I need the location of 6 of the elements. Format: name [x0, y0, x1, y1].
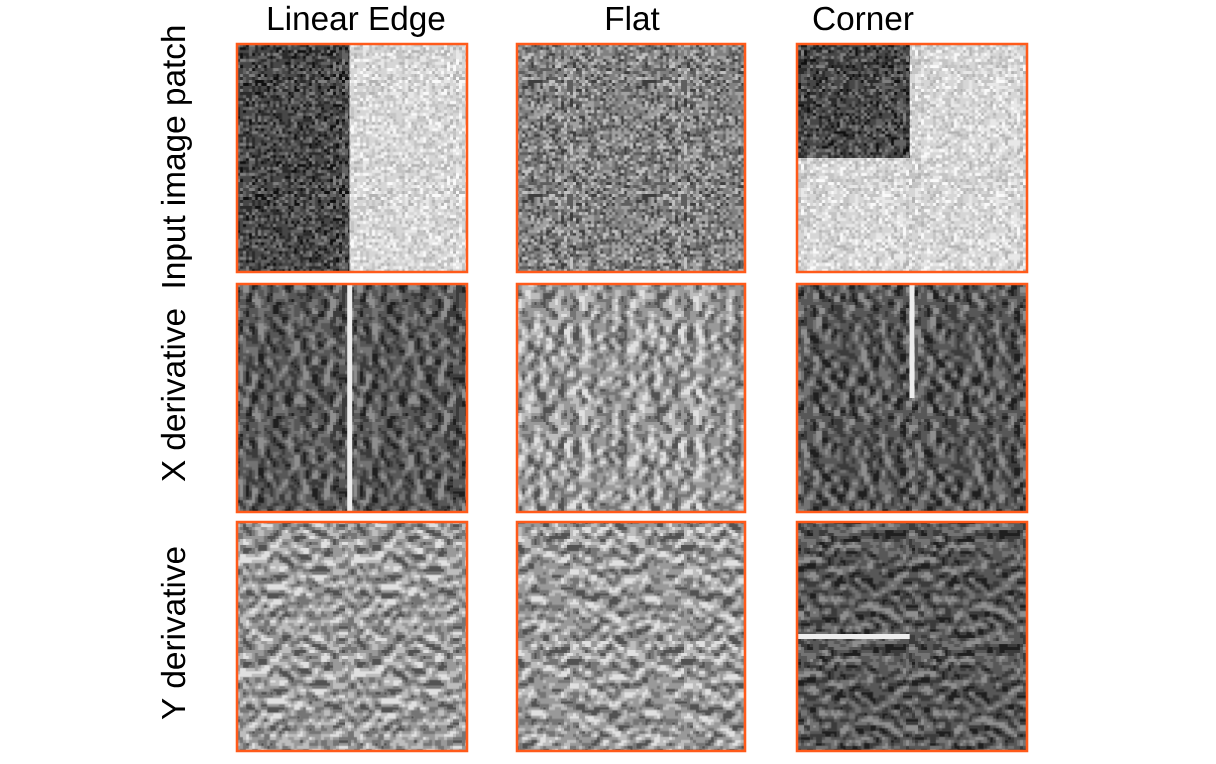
column-header: Linear Edge: [268, 5, 445, 37]
row-label: Input image patch: [160, 26, 192, 287]
column-header: Corner: [813, 6, 914, 31]
column-header: Flat: [606, 5, 660, 31]
row-label: Y derivative: [160, 547, 186, 720]
row-label: X derivative: [160, 309, 186, 482]
